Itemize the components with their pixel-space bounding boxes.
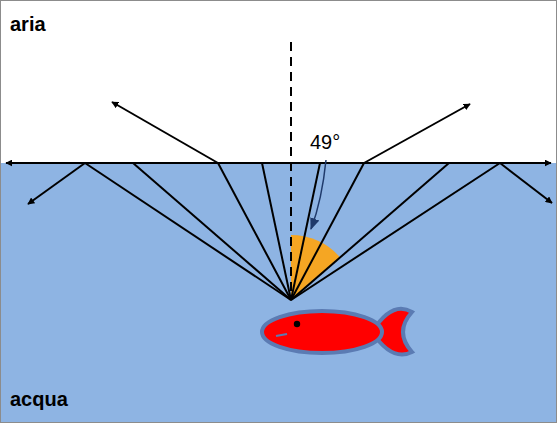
region-label: acqua	[10, 389, 68, 409]
region-label: aria	[10, 14, 46, 34]
light-rays	[6, 102, 552, 300]
angle-label: 49°	[310, 132, 340, 152]
fish-eye	[294, 321, 300, 327]
fish	[262, 309, 412, 355]
reflected-ray-left	[28, 163, 85, 204]
critical-ray-right	[291, 163, 449, 300]
refracted-ray-right	[364, 104, 470, 163]
refracted-ray-left	[218, 163, 291, 300]
ray	[262, 163, 291, 300]
refracted-ray-left	[112, 102, 218, 163]
fish-mouth	[276, 334, 287, 336]
normal-line	[290, 42, 292, 300]
water-region	[0, 163, 557, 423]
refracted-ray-right	[291, 163, 364, 300]
critical-ray-left	[133, 163, 291, 300]
reflected-ray-left	[85, 163, 291, 300]
fish-body	[262, 311, 382, 353]
angle-pointer	[311, 160, 326, 229]
reflected-ray-right	[500, 163, 552, 203]
water-surface-ray	[6, 162, 551, 164]
